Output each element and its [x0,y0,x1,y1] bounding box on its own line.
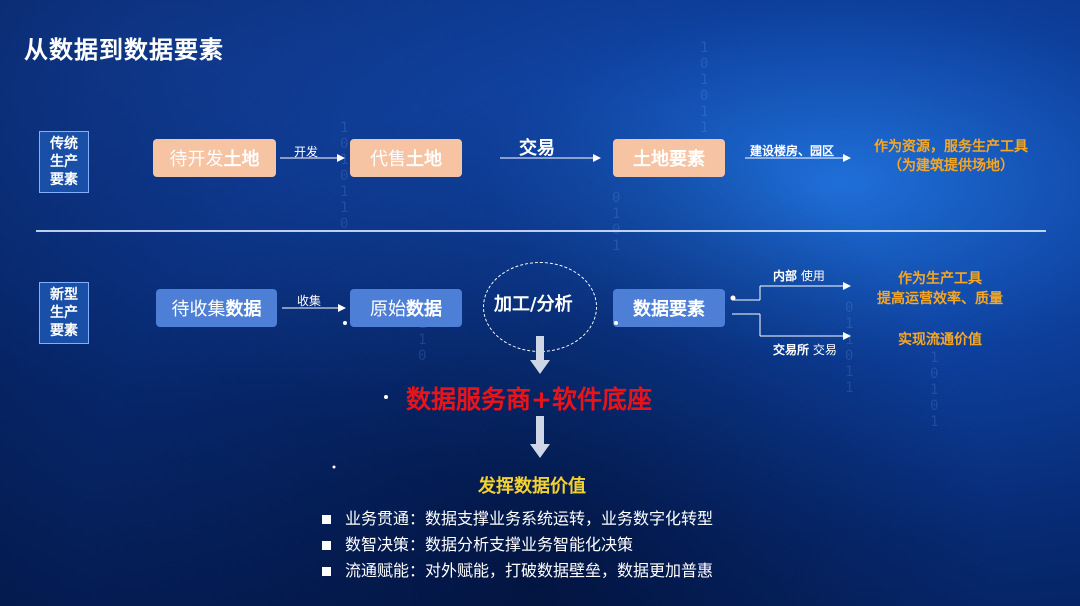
box-data-factor-label: 数据要素 [633,299,705,320]
box-to-collect-data-bold: 数据 [225,299,262,320]
traditional-row-label-text: 传统生产要素 [50,136,78,188]
box-data-factor: 数据要素 [613,289,725,327]
arrow-label-collect: 收集 [297,294,322,308]
page-title: 从数据到数据要素 [24,36,224,64]
box-land-for-sale: 代售土地 [350,139,462,177]
bullet-list: 业务贯通：数据支撑业务系统运转，业务数字化转型 数智决策：数据分析支撑业务智能化… [322,506,713,584]
branch-exchange-rest: 交易 [812,343,837,357]
decorative-binary: 011011 [845,300,854,396]
box-raw-data-prefix: 原始 [370,299,406,320]
new-result-tool-line2: 提高运营效率、质量 [877,291,1003,307]
down-arrow-2 [530,416,550,458]
list-item-text: 数智决策：数据分析支撑业务智能化决策 [345,535,634,554]
bullet-square-icon [322,540,331,550]
box-undeveloped-land-bold: 土地 [223,149,260,170]
sparkle-dot [332,465,336,469]
value-title: 发挥数据价值 [478,476,586,497]
sparkle-dot [343,321,347,325]
decorative-binary: 10101 [930,350,939,430]
sparkle-dot [384,395,388,399]
row-divider [36,230,1046,232]
arrow-label-trade: 交易 [519,138,555,159]
traditional-result-line1: 作为资源，服务生产工具 [874,139,1028,155]
list-item: 数智决策：数据分析支撑业务智能化决策 [322,532,713,558]
box-land-factor: 土地要素 [613,139,725,177]
branch-exchange-bold: 交易所 [773,343,810,357]
list-item-text: 业务贯通：数据支撑业务系统运转，业务数字化转型 [345,509,714,528]
branch-internal-rest: 使用 [800,269,825,283]
box-raw-data: 原始数据 [350,289,462,327]
box-land-for-sale-prefix: 代售 [370,149,406,170]
down-arrow-1 [530,336,550,374]
box-to-collect-data-prefix: 待收集 [171,299,226,320]
bullet-square-icon [322,566,331,576]
branch-exchange: 交易所 交易 [773,341,837,358]
traditional-row-label: 传统生产要素 [39,131,89,193]
box-raw-data-bold: 数据 [406,299,442,320]
bullet-square-icon [322,514,331,524]
traditional-result: 作为资源，服务生产工具 （为建筑提供场地） [860,138,1042,176]
box-undeveloped-land: 待开发土地 [153,139,276,177]
box-land-for-sale-bold: 土地 [406,149,442,170]
new-result-circulation: 实现流通价值 [898,332,982,348]
arrow-label-develop: 开发 [294,145,319,159]
new-row-label: 新型生产要素 [39,282,89,344]
traditional-result-line2: （为建筑提供场地） [888,158,1014,174]
junction-dot [730,295,736,301]
branch-internal-bold: 内部 [773,269,798,283]
box-undeveloped-land-prefix: 待开发 [169,149,224,170]
process-label: 加工/分析 [494,294,573,315]
list-item: 流通赋能：对外赋能，打破数据壁垒，数据更加普惠 [322,558,713,584]
branch-internal: 内部 使用 [773,267,825,284]
box-land-factor-label: 土地要素 [633,149,705,170]
box-to-collect-data: 待收集数据 [156,289,277,327]
new-row-label-text: 新型生产要素 [50,287,78,339]
new-result-tool-line1: 作为生产工具 [898,271,982,287]
decorative-binary: 101011 [700,40,709,136]
data-service-provider-text: 数据服务商+软件底座 [406,385,652,414]
list-item: 业务贯通：数据支撑业务系统运转，业务数字化转型 [322,506,713,532]
sparkle-dot [614,321,618,325]
list-item-text: 流通赋能：对外赋能，打破数据壁垒，数据更加普惠 [345,561,714,580]
new-result-tool: 作为生产工具 提高运营效率、质量 [860,269,1020,309]
arrow-label-build: 建设楼房、园区 [750,144,835,158]
